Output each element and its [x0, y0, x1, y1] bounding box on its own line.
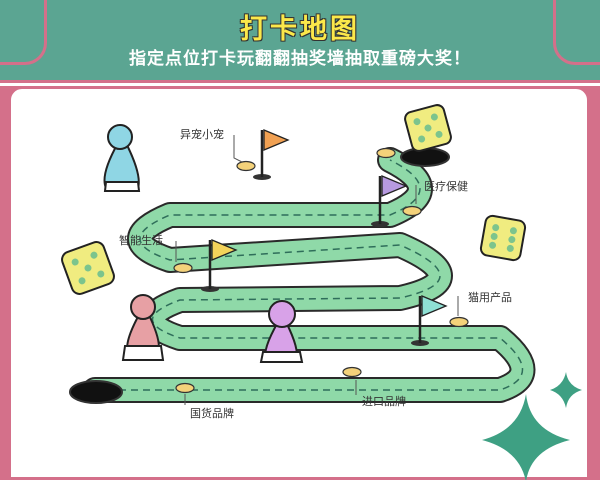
- dice-icon: [61, 241, 115, 295]
- flag-icon: [201, 239, 238, 292]
- sparkle-icon: [550, 372, 582, 408]
- game-piece-icon: [259, 300, 304, 363]
- game-piece-icon: [103, 124, 141, 192]
- header-tab-left: [0, 0, 47, 65]
- page-subtitle: 指定点位打卡玩翻翻抽奖墙抽取重磅大奖！: [129, 49, 471, 69]
- flag-icon: [371, 175, 408, 227]
- spot-goal-area: [376, 147, 396, 159]
- spot-healthcare[interactable]: [402, 205, 422, 217]
- flag-icon: [253, 129, 290, 180]
- game-piece-icon: [121, 294, 165, 361]
- header-banner: [0, 0, 600, 83]
- checkpoint-label-exotic-pets: 异宠小宠: [180, 128, 224, 141]
- checkpoint-label-imported-brands: 进口品牌: [362, 395, 406, 408]
- checkpoint-label-healthcare: 医疗保健: [424, 180, 468, 193]
- header-tab-right: [553, 0, 600, 65]
- path-dashes: [95, 159, 524, 391]
- spot-imported-brands[interactable]: [342, 366, 362, 378]
- spot-domestic-brands[interactable]: [175, 382, 195, 394]
- page-title: 打卡地图: [240, 14, 360, 45]
- checkpoint-label-cat-products: 猫用产品: [468, 291, 512, 304]
- leader-exotic-pets: [233, 135, 243, 163]
- spot-cat-products[interactable]: [449, 316, 469, 328]
- spot-exotic-pets[interactable]: [236, 160, 256, 172]
- dice-icon: [479, 214, 527, 262]
- spot-smart-living[interactable]: [173, 262, 193, 274]
- checkpoint-label-smart-living: 智能生活: [119, 234, 163, 247]
- dice-icon: [404, 104, 452, 152]
- checkpoint-label-domestic-brands: 国货品牌: [190, 407, 234, 420]
- flag-icon: [411, 295, 448, 346]
- start-hole-icon: [69, 380, 123, 404]
- goal-hole-icon: [400, 147, 450, 167]
- sparkle-icon: [482, 394, 570, 480]
